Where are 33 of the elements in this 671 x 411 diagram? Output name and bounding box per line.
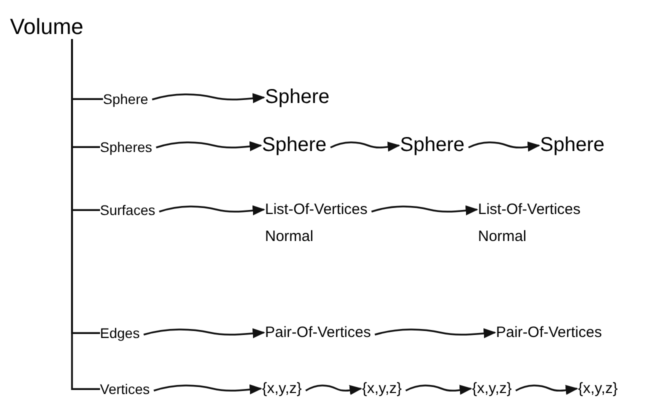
sub-label: Normal	[478, 228, 528, 246]
element-label: List-Of-Vertices	[478, 201, 581, 218]
wavy-arrow	[374, 328, 496, 338]
sub-label: Normal	[265, 228, 314, 246]
branch-label: Vertices	[100, 381, 150, 398]
root-node-label: Volume	[10, 14, 84, 40]
wavy-arrow	[154, 384, 262, 394]
tree-line	[71, 39, 100, 390]
element-label: List-Of-Vertices	[265, 201, 368, 218]
wavy-arrow	[330, 141, 400, 152]
wavy-arrow	[468, 141, 540, 152]
branch-label: Sphere	[103, 91, 148, 108]
element-label: Sphere	[400, 134, 464, 157]
element-label: {x,y,z}	[578, 380, 618, 398]
wavy-arrow	[371, 205, 478, 216]
branch-label: Edges	[100, 325, 140, 342]
element-label: {x,y,z}	[262, 380, 302, 398]
element-label: Sphere	[265, 86, 330, 109]
element-label: {x,y,z}	[362, 380, 402, 398]
element-label: Pair-Of-Vertices	[265, 324, 371, 342]
element-label: {x,y,z}	[472, 380, 512, 398]
wavy-arrow	[405, 384, 472, 395]
wavy-arrow	[159, 205, 266, 216]
element-label: Sphere	[540, 134, 604, 157]
wavy-arrow	[156, 141, 262, 152]
wavy-arrow	[152, 93, 266, 104]
branch-label: Surfaces	[100, 202, 156, 218]
wavy-arrow	[515, 384, 578, 396]
wavy-arrow	[143, 328, 266, 338]
branch-label: Spheres	[100, 139, 152, 156]
element-label: Sphere	[262, 134, 326, 157]
element-label: Pair-Of-Vertices	[496, 324, 602, 342]
wavy-arrow	[305, 384, 362, 396]
